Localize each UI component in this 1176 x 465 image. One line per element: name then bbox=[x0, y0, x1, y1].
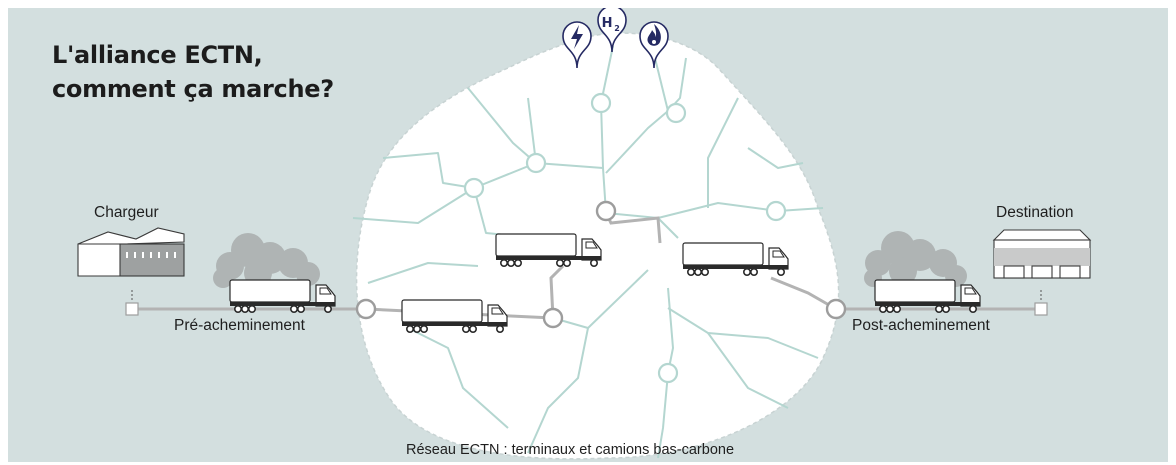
lightning-icon bbox=[562, 21, 592, 69]
network-terminals bbox=[463, 92, 787, 384]
exhaust-smoke-left bbox=[213, 233, 320, 288]
network-caption: Réseau ECTN : terminaux et camions bas-c… bbox=[406, 442, 735, 458]
shipper-warehouse bbox=[77, 227, 185, 277]
origin-marker bbox=[125, 302, 139, 316]
shipper-label: Chargeur bbox=[94, 204, 159, 221]
post-haulage-label: Post-acheminement bbox=[852, 317, 990, 334]
title-line-1: L'alliance ECTN, bbox=[52, 41, 263, 69]
svg-text:2: 2 bbox=[614, 24, 620, 33]
pre-haulage-truck bbox=[229, 279, 336, 314]
hydrogen-icon: H 2 bbox=[597, 8, 627, 53]
pre-haulage-label: Pré-acheminement bbox=[174, 317, 305, 334]
flame-icon bbox=[639, 21, 669, 69]
title-line-2: comment ça marche? bbox=[52, 75, 334, 103]
page-title: L'alliance ECTN, comment ça marche? bbox=[52, 38, 334, 106]
destination-marker bbox=[1034, 302, 1048, 316]
svg-text:H: H bbox=[602, 16, 613, 31]
ectn-infographic: H 2 L'alliance ECTN, comment ça marche? … bbox=[8, 8, 1168, 462]
post-haulage-truck bbox=[874, 279, 981, 314]
network-diagram: H 2 bbox=[77, 8, 1092, 460]
route-hubs bbox=[355, 200, 847, 329]
destination-building bbox=[992, 229, 1092, 279]
destination-label: Destination bbox=[996, 204, 1074, 221]
exhaust-smoke-right bbox=[864, 231, 967, 287]
